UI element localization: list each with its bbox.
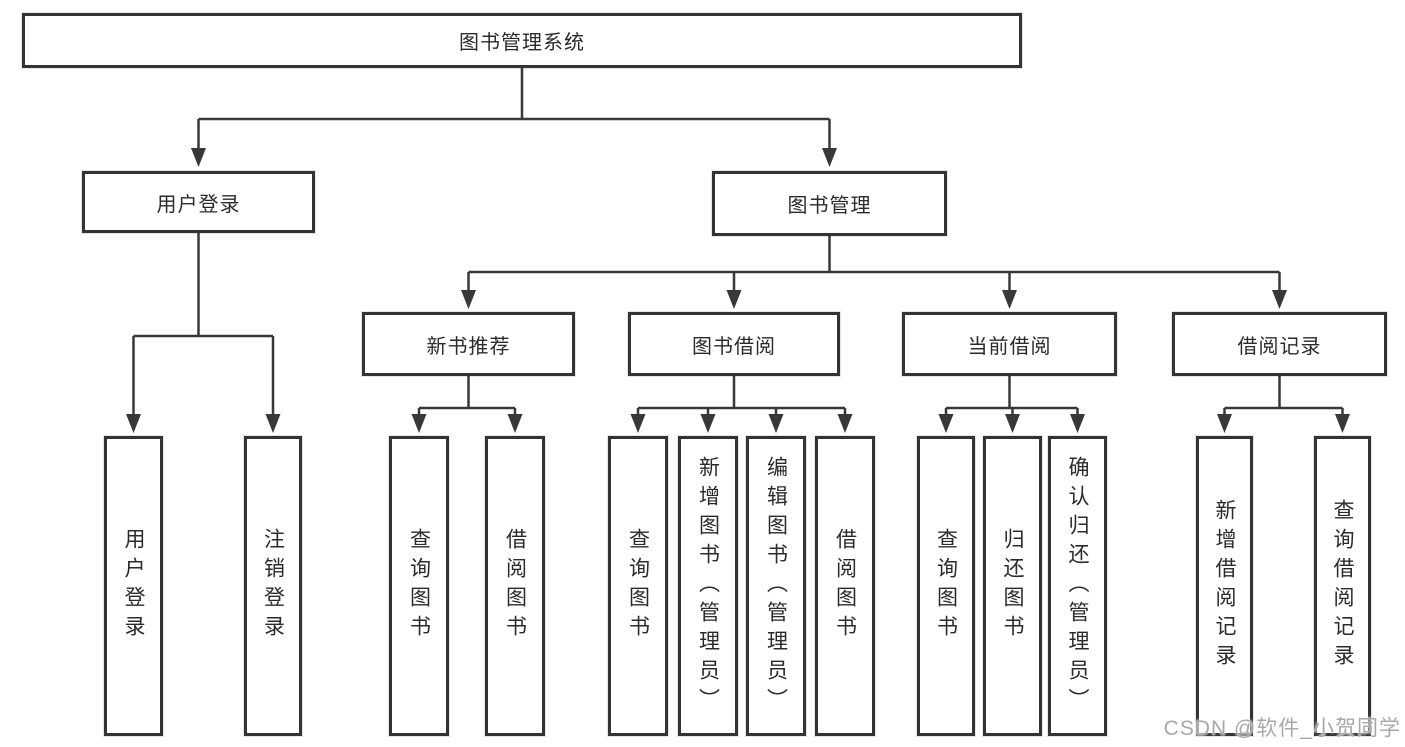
leaf-label: 注销登录: [261, 528, 285, 644]
connector-login-to-leaves: [132, 233, 275, 417]
arrow-icon: [411, 414, 427, 433]
arrow-icon: [837, 414, 853, 433]
connector-mgmt-to-level3: [467, 236, 1281, 293]
arrow-icon: [265, 414, 281, 433]
node-label: 图书管理系统: [459, 32, 585, 54]
arrow-icon: [126, 414, 141, 433]
leaf-label: 归还图书: [1001, 528, 1024, 644]
leaf-label: 查询图书: [934, 528, 958, 644]
node-label: 用户登录: [156, 193, 241, 216]
arrow-icon: [630, 414, 646, 433]
leaf-label: 借阅图书: [833, 528, 857, 644]
node-book-borrow: 图书借阅: [628, 312, 840, 376]
node-book-management: 图书管理: [712, 171, 947, 236]
leaf-query-books: 查询图书: [608, 436, 668, 736]
connector-newbook-to-leaves: [417, 376, 517, 417]
node-borrow-records: 借阅记录: [1172, 312, 1387, 376]
leaf-logout: 注销登录: [244, 436, 302, 736]
arrow-icon: [700, 414, 716, 433]
connector-current-to-leaves: [944, 376, 1079, 417]
leaf-label: 新增借阅记录: [1213, 499, 1236, 673]
arrow-icon: [1335, 414, 1350, 433]
leaf-query-books: 查询图书: [917, 436, 975, 736]
arrowheads: [126, 148, 1350, 433]
node-root-system: 图书管理系统: [22, 13, 1022, 68]
leaf-label: 编辑图书（管理员）: [764, 455, 788, 717]
connector-borrow-to-leaves: [636, 376, 847, 417]
leaf-borrow-books: 借阅图书: [485, 436, 545, 736]
connector-records-to-leaves: [1223, 376, 1344, 417]
connector-root-to-level2: [197, 68, 831, 151]
node-current-borrow: 当前借阅: [902, 312, 1117, 376]
node-label: 当前借阅: [967, 335, 1052, 358]
leaf-confirm-return-admin: 确认归还（管理员）: [1048, 436, 1107, 736]
leaf-add-books-admin: 新增图书（管理员）: [678, 436, 738, 736]
leaf-add-borrow-record: 新增借阅记录: [1196, 436, 1253, 736]
leaf-query-borrow-record: 查询借阅记录: [1314, 436, 1371, 736]
node-label: 图书管理: [787, 195, 872, 217]
arrow-icon: [822, 148, 837, 167]
arrow-icon: [768, 414, 784, 433]
leaf-label: 用户登录: [122, 528, 145, 644]
leaf-borrow-books: 借阅图书: [815, 436, 875, 736]
arrow-icon: [507, 414, 523, 433]
leaf-label: 借阅图书: [503, 528, 527, 644]
node-label: 借阅记录: [1237, 335, 1322, 358]
watermark: CSDN @软件_小贺同学: [1163, 717, 1401, 740]
leaf-edit-books-admin: 编辑图书（管理员）: [746, 436, 806, 736]
node-label: 图书借阅: [692, 335, 776, 358]
arrow-icon: [938, 414, 954, 433]
leaf-label: 查询图书: [407, 528, 431, 644]
leaf-query-books: 查询图书: [389, 436, 449, 736]
leaf-return-books: 归还图书: [983, 436, 1042, 736]
arrow-icon: [1217, 414, 1232, 433]
arrow-icon: [191, 148, 206, 167]
node-label: 新书推荐: [426, 335, 511, 358]
leaf-label: 查询借阅记录: [1331, 499, 1354, 673]
node-user-login: 用户登录: [82, 171, 315, 233]
arrow-icon: [1002, 290, 1017, 309]
leaf-label: 新增图书（管理员）: [696, 455, 720, 717]
leaf-user-login: 用户登录: [104, 436, 163, 736]
arrow-icon: [1272, 290, 1287, 309]
arrow-icon: [726, 290, 742, 309]
arrow-icon: [461, 290, 476, 309]
leaf-label: 查询图书: [626, 528, 650, 644]
leaf-label: 确认归还（管理员）: [1066, 455, 1089, 717]
arrow-icon: [1070, 414, 1085, 433]
arrow-icon: [1005, 414, 1020, 433]
node-new-book-recommend: 新书推荐: [362, 312, 575, 376]
